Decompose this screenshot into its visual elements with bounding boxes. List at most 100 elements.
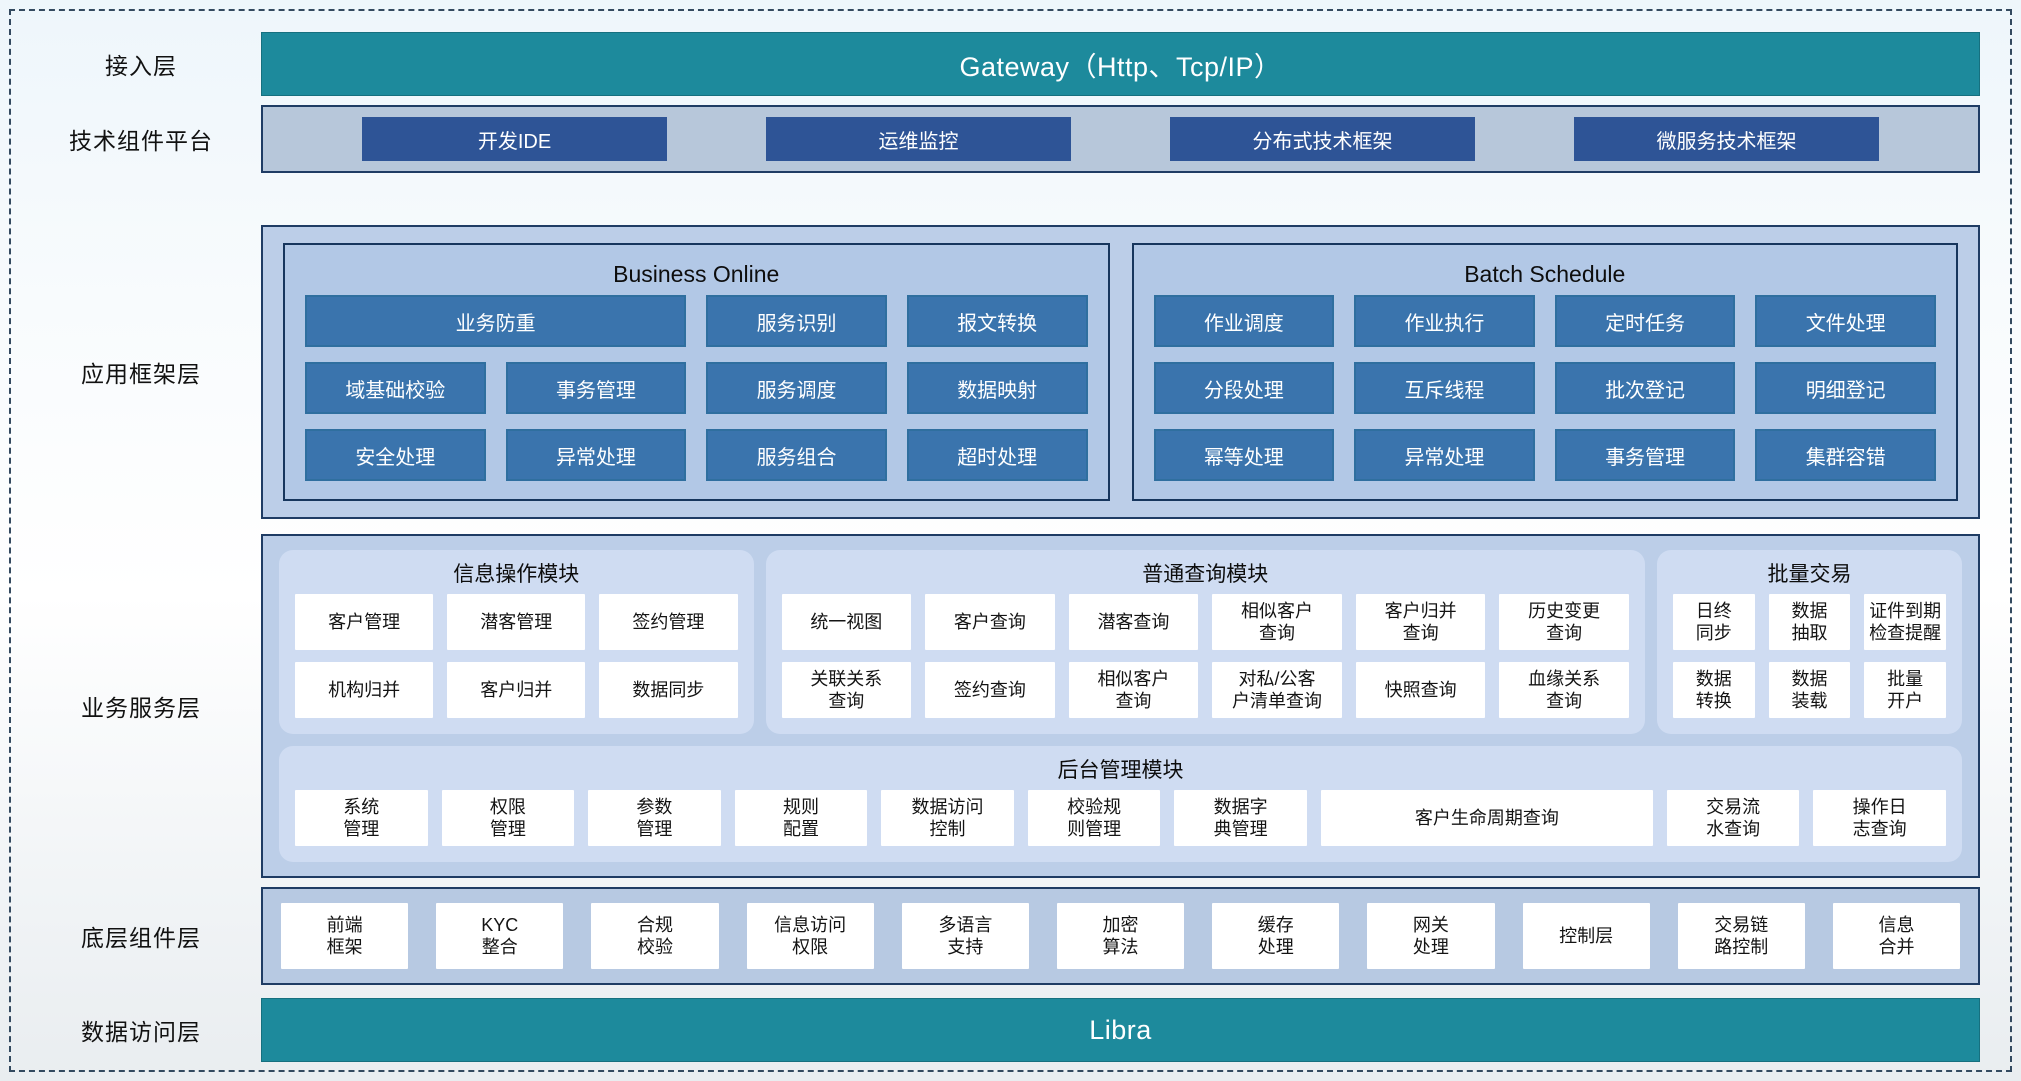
- data-access-label: 数据访问层: [81, 1019, 201, 1045]
- base-button: 信息 合并: [1832, 903, 1961, 969]
- info-button: 签约管理: [599, 594, 738, 650]
- query-button: 潜客查询: [1068, 594, 1199, 650]
- info-button: 客户管理: [295, 594, 434, 650]
- query-button: 关联关系 查询: [781, 662, 912, 718]
- app-framework-box: Business Online 业务防重 服务识别 报文转换 域基础校验 事务管…: [261, 225, 1980, 519]
- batch-trade-title: 批量交易: [1767, 563, 1852, 586]
- bo-button: 服务组合: [706, 429, 887, 481]
- access-layer-label: 接入层: [105, 53, 177, 79]
- query-button: 相似客户 查询: [1068, 662, 1199, 718]
- admin-module-title: 后台管理模块: [1057, 759, 1184, 782]
- query-button: 相似客户 查询: [1212, 594, 1342, 650]
- tech-platform-label: 技术组件平台: [69, 128, 213, 154]
- bs-button: 集群容错: [1755, 429, 1936, 481]
- access-layer: 接入层 Gateway（Http、Tcp/IP）: [21, 32, 1980, 96]
- query-button: 客户归并 查询: [1355, 594, 1486, 650]
- bs-button: 作业执行: [1354, 295, 1535, 347]
- base-button: 缓存 处理: [1212, 903, 1340, 969]
- query-button: 对私/公客 户清单查询: [1212, 662, 1342, 718]
- batch-schedule-grid: 作业调度 作业执行 定时任务 文件处理 分段处理 互斥线程 批次登记 明细登记 …: [1153, 295, 1936, 481]
- bs-button: 作业调度: [1153, 295, 1335, 347]
- admin-button: 交易流 水查询: [1666, 790, 1800, 846]
- bo-button: 异常处理: [505, 429, 687, 481]
- query-button: 快照查询: [1355, 662, 1486, 718]
- base-components-layer: 底层组件层 前端 框架 KYC 整合 合规 校验 信息访问 权限 多语言 支持 …: [21, 887, 1980, 985]
- bo-button: 服务识别: [706, 295, 887, 347]
- bo-button: 数据映射: [906, 362, 1088, 414]
- admin-button: 参数 管理: [588, 790, 721, 846]
- bs-button: 幂等处理: [1153, 429, 1335, 481]
- info-button: 潜客管理: [447, 594, 586, 650]
- base-button: 多语言 支持: [901, 903, 1029, 969]
- libra-bar-text: Libra: [1089, 1014, 1152, 1045]
- gateway-bar-text: Gateway（Http、Tcp/IP）: [959, 51, 1282, 82]
- batch-schedule-panel: Batch Schedule 作业调度 作业执行 定时任务 文件处理 分段处理 …: [1131, 243, 1958, 501]
- bo-button: 业务防重: [305, 295, 687, 347]
- batch-trade-button: 数据 转换: [1672, 662, 1755, 718]
- bs-button: 异常处理: [1354, 429, 1535, 481]
- app-framework-layer: 应用框架层 Business Online 业务防重 服务识别 报文转换 域基础…: [21, 225, 1980, 519]
- business-online-grid: 业务防重 服务识别 报文转换 域基础校验 事务管理 服务调度 数据映射 安全处理…: [305, 295, 1088, 481]
- base-button: 前端 框架: [281, 903, 409, 969]
- admin-button: 校验规 则管理: [1027, 790, 1161, 846]
- bo-button: 服务调度: [706, 362, 887, 414]
- bo-button: 事务管理: [505, 362, 687, 414]
- tech-platform-box: 开发IDE 运维监控 分布式技术框架 微服务技术框架: [261, 105, 1980, 173]
- business-online-panel: Business Online 业务防重 服务识别 报文转换 域基础校验 事务管…: [283, 243, 1110, 501]
- query-button: 历史变更 查询: [1499, 594, 1629, 650]
- tech-button-ops-monitor: 运维监控: [766, 117, 1071, 161]
- libra-bar: Libra: [261, 998, 1980, 1062]
- base-button: KYC 整合: [436, 903, 564, 969]
- batch-trade-module: 批量交易 日终 同步 数据 抽取 证件到期 检查提醒 数据 转换 数据 装载 批…: [1656, 550, 1962, 734]
- batch-trade-button: 数据 装载: [1768, 662, 1851, 718]
- batch-trade-button: 日终 同步: [1672, 594, 1755, 650]
- diagram-frame: 接入层 Gateway（Http、Tcp/IP） 技术组件平台 开发IDE 运维…: [9, 9, 2012, 1072]
- business-online-title: Business Online: [613, 261, 780, 287]
- base-button: 控制层: [1522, 903, 1650, 969]
- business-service-box: 信息操作模块 客户管理 潜客管理 签约管理 机构归并 客户归并 数据同步 普通查…: [261, 534, 1980, 878]
- base-button: 合规 校验: [591, 903, 719, 969]
- base-button: 信息访问 权限: [746, 903, 874, 969]
- info-button: 机构归并: [295, 662, 434, 718]
- app-framework-label: 应用框架层: [81, 361, 201, 387]
- batch-trade-button: 批量 开户: [1864, 662, 1946, 718]
- batch-trade-grid: 日终 同步 数据 抽取 证件到期 检查提醒 数据 转换 数据 装载 批量 开户: [1672, 594, 1946, 718]
- base-button: 网关 处理: [1367, 903, 1495, 969]
- bs-button: 事务管理: [1554, 429, 1736, 481]
- bo-button: 安全处理: [305, 429, 486, 481]
- admin-button: 权限 管理: [441, 790, 575, 846]
- admin-button: 数据字 典管理: [1174, 790, 1307, 846]
- base-components-box: 前端 框架 KYC 整合 合规 校验 信息访问 权限 多语言 支持 加密 算法 …: [261, 887, 1980, 985]
- business-service-layer: 业务服务层 信息操作模块 客户管理 潜客管理 签约管理 机构归并 客户归并 数据…: [21, 534, 1980, 878]
- admin-button: 系统 管理: [295, 790, 428, 846]
- query-button: 统一视图: [781, 594, 912, 650]
- common-query-module: 普通查询模块 统一视图 客户查询 潜客查询 相似客户 查询 客户归并 查询 历史…: [765, 550, 1645, 734]
- batch-trade-button: 证件到期 检查提醒: [1864, 594, 1946, 650]
- tech-button-microservice-framework: 微服务技术框架: [1574, 117, 1879, 161]
- bo-button: 报文转换: [906, 295, 1088, 347]
- bs-button: 文件处理: [1755, 295, 1936, 347]
- admin-module: 后台管理模块 系统 管理 权限 管理 参数 管理 规则 配置 数据访问 控制 校…: [279, 746, 1962, 862]
- query-button: 签约查询: [925, 662, 1055, 718]
- admin-button: 规则 配置: [734, 790, 868, 846]
- batch-trade-button: 数据 抽取: [1768, 594, 1851, 650]
- admin-module-row: 系统 管理 权限 管理 参数 管理 规则 配置 数据访问 控制 校验规 则管理 …: [295, 790, 1946, 846]
- bo-button: 超时处理: [906, 429, 1088, 481]
- bo-button: 域基础校验: [305, 362, 486, 414]
- query-button: 血缘关系 查询: [1499, 662, 1629, 718]
- base-components-label: 底层组件层: [81, 925, 201, 951]
- bs-button: 明细登记: [1755, 362, 1936, 414]
- common-query-grid: 统一视图 客户查询 潜客查询 相似客户 查询 客户归并 查询 历史变更 查询 关…: [781, 594, 1629, 718]
- tech-button-dev-ide: 开发IDE: [362, 117, 667, 161]
- admin-button-customer-lifecycle: 客户生命周期查询: [1320, 790, 1653, 846]
- info-button: 数据同步: [599, 662, 738, 718]
- bs-button: 互斥线程: [1354, 362, 1535, 414]
- batch-schedule-title: Batch Schedule: [1464, 261, 1626, 287]
- info-button: 客户归并: [447, 662, 586, 718]
- tech-platform-layer: 技术组件平台 开发IDE 运维监控 分布式技术框架 微服务技术框架: [21, 105, 1980, 173]
- data-access-layer: 数据访问层 Libra: [21, 998, 1980, 1062]
- base-button: 交易链 路控制: [1677, 903, 1805, 969]
- business-service-top-row: 信息操作模块 客户管理 潜客管理 签约管理 机构归并 客户归并 数据同步 普通查…: [279, 550, 1962, 734]
- admin-button: 操作日 志查询: [1813, 790, 1946, 846]
